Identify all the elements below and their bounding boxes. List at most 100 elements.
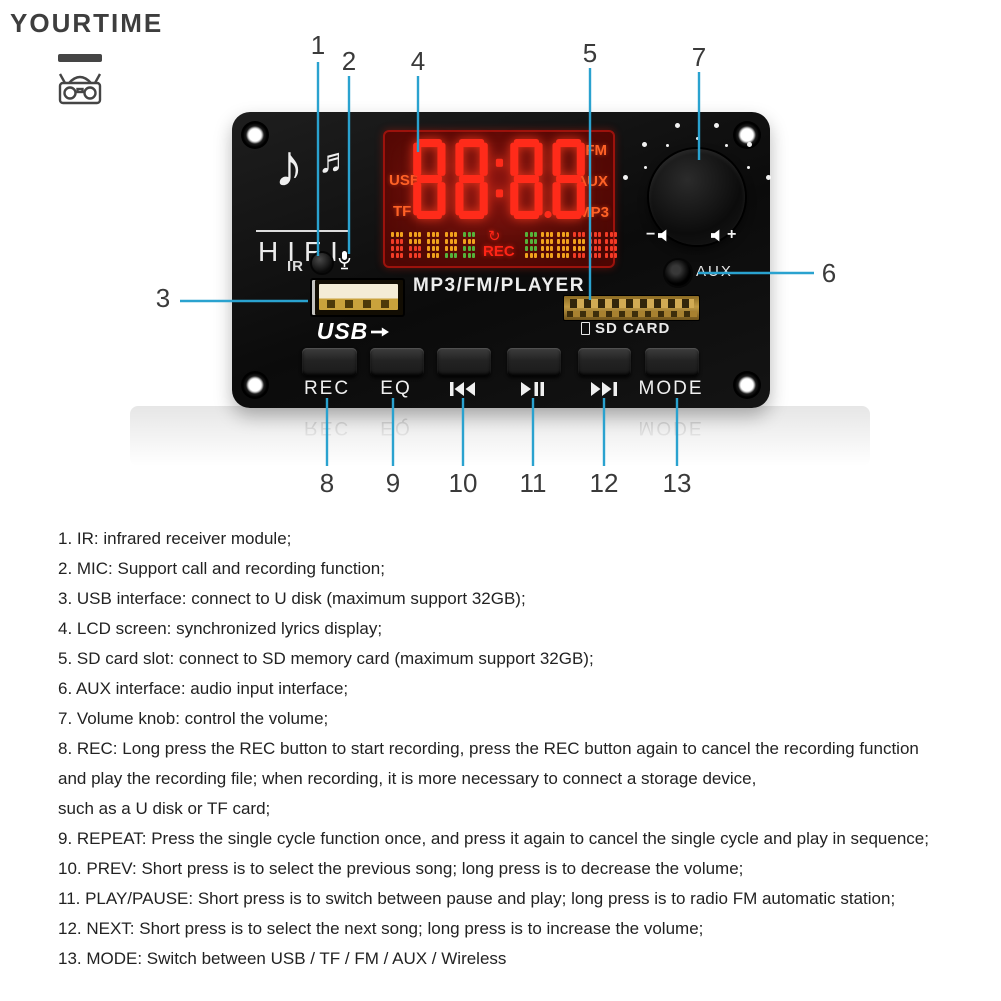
lcd-digits-value: 88:88 <box>385 132 386 133</box>
callout-7: 7 <box>691 42 707 72</box>
callout-9: 9 <box>385 468 401 498</box>
usb-logo: USB <box>298 318 408 345</box>
brand-logo-bar <box>58 54 102 62</box>
spectrum-bars-left <box>391 232 475 258</box>
prev-button <box>437 348 491 376</box>
usb-arrow-icon <box>371 327 390 336</box>
spectrum-column <box>573 232 585 258</box>
legend-line: 6. AUX interface: audio input interface; <box>58 679 349 698</box>
knob-scale-dot <box>695 136 699 140</box>
spectrum-column <box>427 232 439 258</box>
seven-segment-digits <box>413 139 585 219</box>
knob-scale-dot <box>765 175 771 181</box>
knob-scale-dot <box>642 142 648 148</box>
legend-line: 3. USB interface: connect to U disk (max… <box>58 589 526 608</box>
reflection-mode: MODE <box>638 417 704 438</box>
legend-line: 13. MODE: Switch between USB / TF / FM /… <box>58 949 507 968</box>
ir-label: IR <box>287 258 304 275</box>
legend-line: 7. Volume knob: control the volume; <box>58 709 329 728</box>
mp3-fm-player-caption: MP3/FM/PLAYER <box>413 275 585 296</box>
screw-hole-bottom-left <box>241 371 269 399</box>
sd-card-label: SD CARD <box>581 320 670 337</box>
legend-line: 1. IR: infrared receiver module; <box>58 529 292 548</box>
mode-button-label: MODE <box>638 378 704 399</box>
volume-up-mark: + <box>711 226 736 244</box>
ir-receiver <box>312 253 332 273</box>
lcd-mp3-label: MP3 <box>578 204 609 221</box>
board-reflection: REC EQ MODE <box>232 412 770 458</box>
callout-5: 5 <box>582 38 598 68</box>
music-notes-icon: ♬ <box>318 142 352 180</box>
legend-line: 12. NEXT: Short press is to select the n… <box>58 919 704 938</box>
callout-11: 11 <box>519 468 547 498</box>
microphone-icon <box>338 251 351 276</box>
legend-line: 8. REC: Long press the REC button to sta… <box>58 739 919 758</box>
lcd-screen: USB TF FM AUX MP3 88:88 <box>383 130 617 268</box>
rec-button-label: REC <box>303 378 351 399</box>
spectrum-column <box>541 232 553 258</box>
sd-card-slot <box>563 295 700 321</box>
legend-line: 11. PLAY/PAUSE: Short press is to switch… <box>58 889 896 908</box>
legend-line: such as a U disk or TF card; <box>58 799 271 818</box>
next-icon <box>591 378 617 396</box>
legend-line: 10. PREV: Short press is to select the p… <box>58 859 744 878</box>
next-button <box>578 348 631 376</box>
aux-jack <box>665 260 691 286</box>
spectrum-column <box>557 232 569 258</box>
callout-2: 2 <box>341 46 357 76</box>
lcd-rec-label: REC <box>483 243 515 260</box>
usb-logo-text: USB <box>316 318 369 344</box>
spectrum-column <box>445 232 457 258</box>
lcd-fm-label: FM <box>585 142 607 159</box>
plus-sign: + <box>727 226 737 243</box>
boombox-icon <box>56 70 104 113</box>
knob-scale-dot <box>666 144 669 148</box>
knob-scale-dot <box>644 166 648 169</box>
callout-1: 1 <box>310 30 326 60</box>
usb-port <box>310 278 405 317</box>
knob-scale-dot <box>623 175 629 181</box>
speaker-icon <box>658 228 667 242</box>
eq-button <box>370 348 424 376</box>
photo-reflective-surface <box>130 406 870 466</box>
speaker-icon <box>711 228 720 242</box>
knob-scale-dot <box>713 123 719 129</box>
repeat-icon: ↻ <box>488 228 501 245</box>
legend-line: and play the recording file; when record… <box>58 769 757 788</box>
legend-line: 4. LCD screen: synchronized lyrics displ… <box>58 619 383 638</box>
hifi-underline <box>256 230 350 232</box>
lcd-tf-label: TF <box>393 203 412 220</box>
legend-line: 5. SD card slot: connect to SD memory ca… <box>58 649 594 668</box>
brand-logo: YOURTIME <box>10 8 164 38</box>
knob-scale-dot <box>675 123 681 129</box>
aux-label: AUX <box>696 263 733 280</box>
screw-hole-bottom-right <box>733 371 761 399</box>
prev-icon <box>450 378 476 396</box>
legend-line: 2. MIC: Support call and recording funct… <box>58 559 385 578</box>
rec-button <box>302 348 357 376</box>
spectrum-column <box>605 232 617 258</box>
callout-4: 4 <box>410 46 426 76</box>
spectrum-bars-right <box>525 232 617 258</box>
callout-13: 13 <box>662 468 692 498</box>
sd-card-icon <box>581 322 590 335</box>
reflection-rec: REC <box>303 417 351 438</box>
eq-button-label: EQ <box>380 378 412 399</box>
decoder-board: ♪ ♬ HIFI IR USB TF FM AUX MP3 88:88 <box>232 112 771 408</box>
callout-12: 12 <box>589 468 619 498</box>
play-pause-button <box>507 348 561 376</box>
spectrum-column <box>391 232 403 258</box>
spectrum-column <box>589 232 601 258</box>
mode-button <box>645 348 699 376</box>
knob-scale-dot <box>725 144 728 148</box>
volume-down-mark: − <box>646 226 671 244</box>
callout-3: 3 <box>155 283 171 313</box>
spectrum-column <box>525 232 537 258</box>
knob-scale-dot <box>746 142 752 148</box>
callout-6: 6 <box>821 258 837 288</box>
spectrum-column <box>409 232 421 258</box>
knob-scale-dot <box>746 166 750 169</box>
reflection-eq: EQ <box>380 417 412 438</box>
music-note-icon: ♪ <box>274 132 304 199</box>
lcd-usb-label: USB <box>389 172 421 189</box>
